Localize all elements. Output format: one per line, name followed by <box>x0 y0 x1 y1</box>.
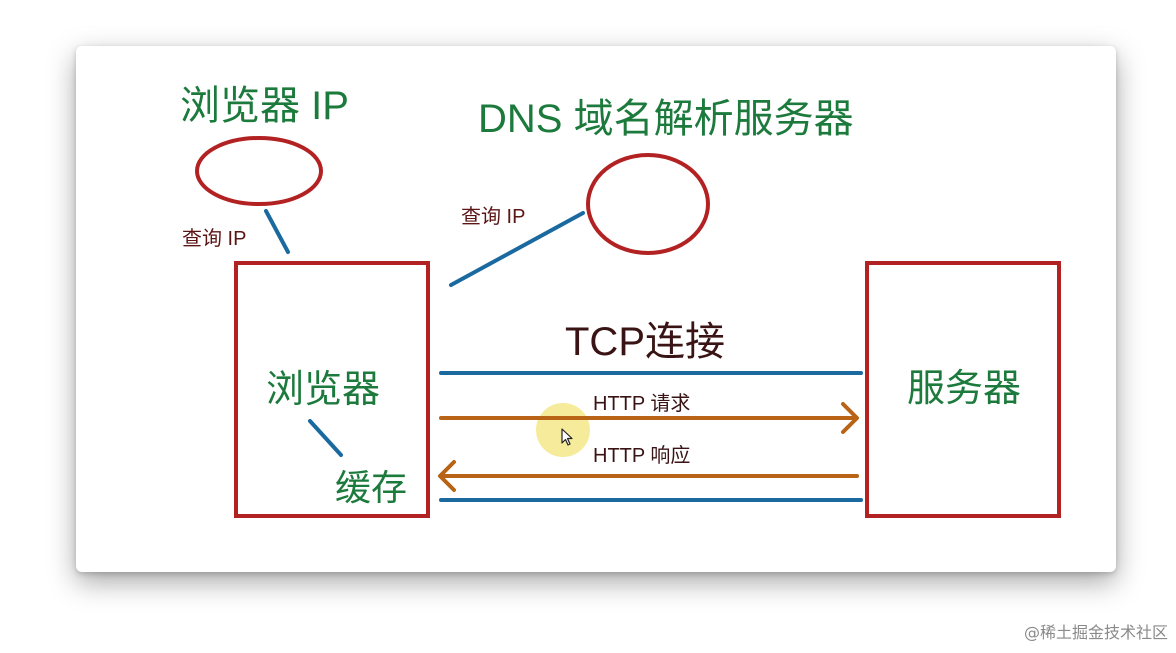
tcp-connection-label: TCP连接 <box>565 320 725 364</box>
browser-to-dns-connector <box>449 211 585 287</box>
browser-ip-title: 浏览器 IP <box>180 84 349 128</box>
server-box <box>865 261 1061 518</box>
dns-server-ellipse <box>586 153 710 255</box>
dns-server-title: DNS 域名解析服务器 <box>478 97 854 141</box>
http-response-arrow <box>438 460 859 492</box>
mouse-pointer-icon <box>561 428 573 446</box>
browser-to-ip-cache-connector <box>264 209 290 254</box>
watermark-text: @稀土掘金技术社区 <box>1023 623 1168 642</box>
query-ip-right-label: 查询 IP <box>461 205 525 228</box>
http-request-label: HTTP 请求 <box>593 392 690 415</box>
http-response-label: HTTP 响应 <box>593 444 690 467</box>
http-request-arrow <box>439 402 859 434</box>
query-ip-left-label: 查询 IP <box>182 227 246 250</box>
browser-box <box>234 261 430 518</box>
slide-canvas <box>76 46 1116 572</box>
browser-to-cache-connector <box>308 419 343 457</box>
browser-label: 浏览器 <box>266 369 380 411</box>
server-label: 服务器 <box>907 368 1021 410</box>
cache-label: 缓存 <box>335 467 407 508</box>
browser-ip-cache-ellipse <box>195 136 323 206</box>
